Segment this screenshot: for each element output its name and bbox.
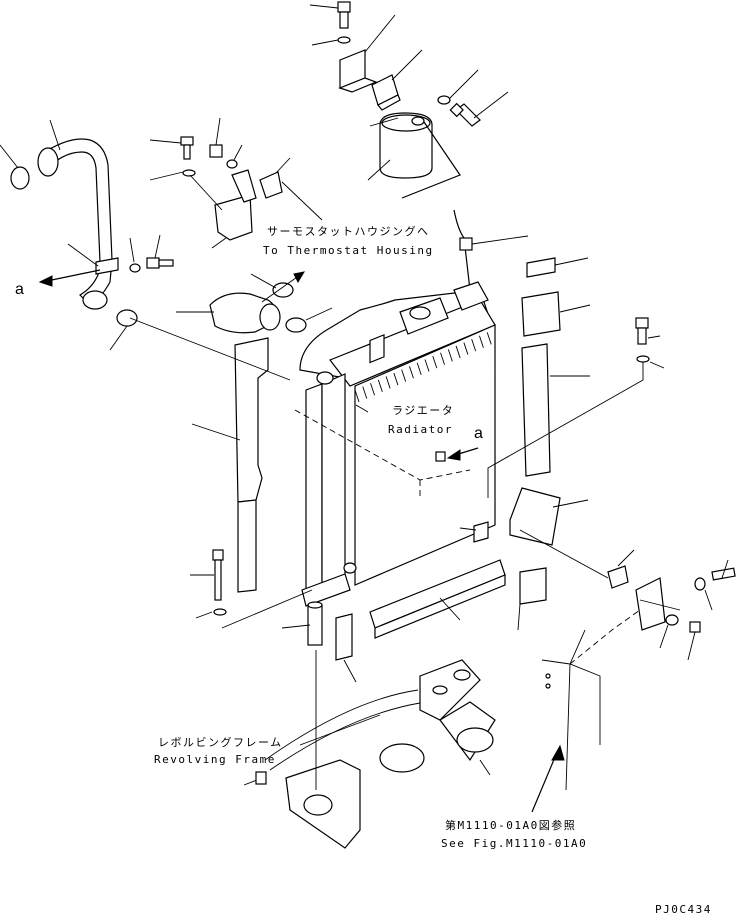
radiator-fin-mark — [440, 352, 445, 365]
thermostat-label-en: To Thermostat Housing — [263, 244, 434, 257]
radiator-fin-mark — [401, 369, 407, 382]
figure-code: PJ0C434 — [655, 903, 712, 916]
radiator-fin-mark — [471, 339, 477, 352]
radiator-fin-mark — [393, 372, 399, 386]
radiator-fin-mark — [432, 355, 438, 369]
callout-a-right: a — [474, 425, 483, 442]
top-bracket-group — [309, 1, 529, 300]
callout-a-left: a — [15, 281, 24, 298]
radiator-fin-mark — [416, 362, 422, 376]
upper-hose-group — [0, 117, 333, 351]
radiator-fin-mark — [362, 386, 368, 399]
radiator-label-en: Radiator — [388, 423, 453, 436]
radiator-fin-mark — [385, 376, 391, 389]
reference-label-jp: 第M1110-01A0図参照 — [445, 819, 577, 832]
right-side-parts — [281, 257, 736, 683]
frame-label-jp: レボルビングフレーム — [158, 736, 283, 749]
radiator-fin-mark — [409, 366, 414, 379]
callout-arrows — [38, 269, 565, 813]
radiator-fin-mark — [455, 345, 461, 359]
radiator-fin-mark — [377, 379, 383, 392]
revolving-frame — [243, 609, 641, 849]
radiator-fin-mark — [486, 332, 492, 345]
radiator-fin-mark — [479, 335, 484, 348]
radiator-fin-mark — [447, 349, 453, 362]
radiator-fin-mark — [424, 359, 430, 372]
radiator-fin-mark — [463, 342, 469, 355]
radiator-core — [294, 281, 496, 607]
frame-label-en: Revolving Frame — [154, 753, 276, 766]
radiator-fin-mark — [354, 389, 360, 403]
thermostat-label-jp: サーモスタットハウジングへ — [267, 225, 430, 238]
radiator-label-jp: ラジエータ — [392, 404, 455, 417]
reference-label-en: See Fig.M1110-01A0 — [441, 837, 588, 850]
left-side-panels — [190, 337, 269, 619]
radiator-fin-mark — [370, 383, 375, 396]
